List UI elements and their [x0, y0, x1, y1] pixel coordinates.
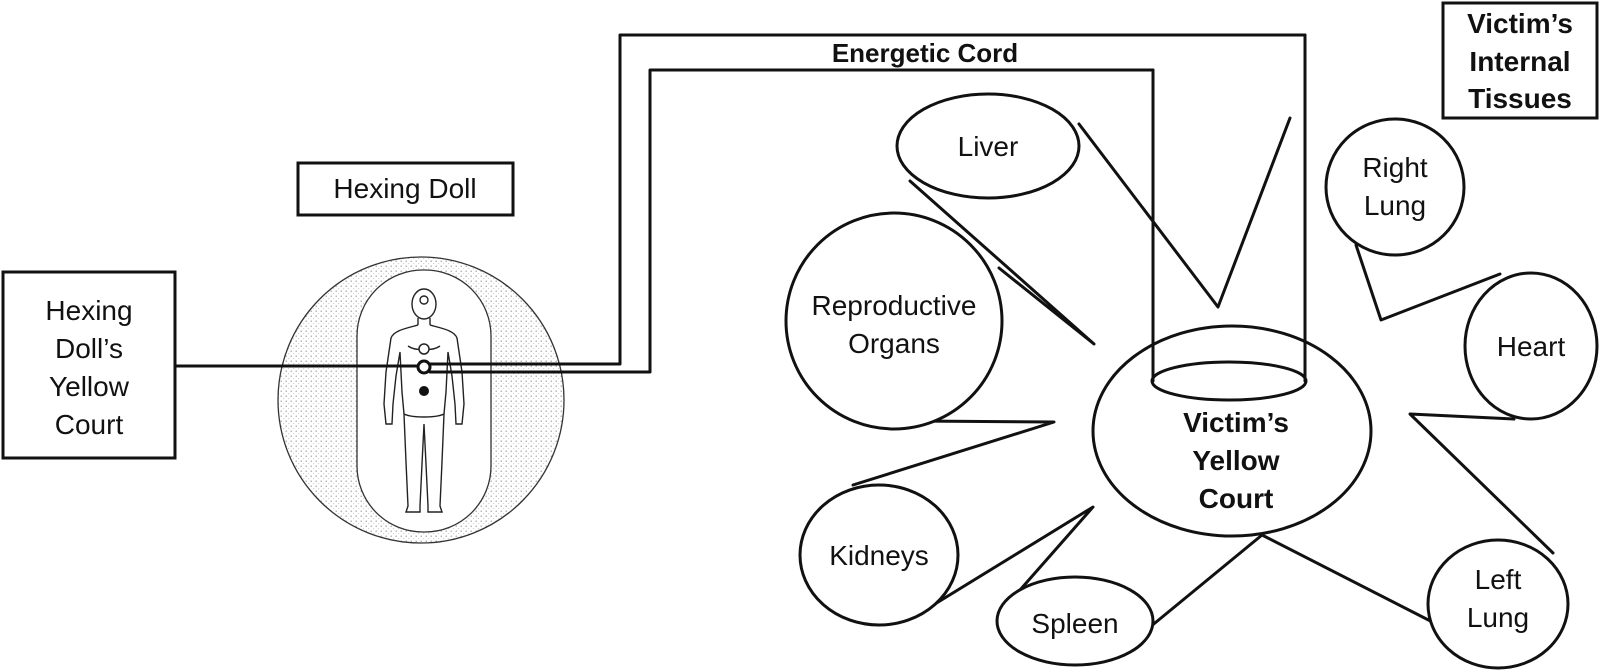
victims-yellow-court-label-line-1: Victim’s: [1183, 407, 1289, 438]
doll-lower-point: [419, 386, 429, 396]
doll-yellow-court-point: [416, 359, 432, 375]
organ-left-lung: Left Lung: [1426, 538, 1570, 670]
liver-connector: [1077, 116, 1292, 309]
organ-spleen-label: Spleen: [1031, 608, 1118, 639]
dolls-yellow-court-label-line-4: Court: [55, 409, 124, 440]
organ-reproductive-label-line-1: Reproductive: [812, 290, 977, 321]
kidneys-connector: [851, 419, 1056, 487]
dolls-yellow-court-box: Hexing Doll’s Yellow Court: [1, 270, 177, 460]
doll-heart-point: [418, 343, 430, 355]
doll-aura-inner: [356, 269, 492, 533]
internal-tissues-label-line-3: Tissues: [1468, 83, 1572, 114]
hexing-doll-box: Hexing Doll: [296, 161, 515, 217]
hexing-doll-label: Hexing Doll: [333, 173, 476, 204]
organ-liver: Liver: [895, 92, 1081, 200]
organ-reproductive-label-line-2: Organs: [848, 328, 940, 359]
dolls-yellow-court-label-line-1: Hexing: [45, 295, 132, 326]
organ-liver-label: Liver: [958, 131, 1019, 162]
hexing-doll-figure: [277, 256, 565, 544]
organ-kidneys-label: Kidneys: [829, 540, 929, 571]
dolls-yellow-court-label-line-2: Doll’s: [55, 333, 123, 364]
internal-tissues-label-line-2: Internal: [1469, 46, 1570, 77]
organ-heart: Heart: [1463, 271, 1599, 421]
victims-yellow-court-label-line-3: Court: [1199, 483, 1274, 514]
right-lung-connector: [1354, 243, 1502, 322]
human-silhouette-icon: [383, 288, 465, 513]
organ-right-lung-label-line-1: Right: [1362, 152, 1428, 183]
organ-left-lung-label-line-2: Lung: [1467, 602, 1529, 633]
victims-yellow-court: Victim’s Yellow Court: [1091, 33, 1373, 538]
dolls-yellow-court-label-line-3: Yellow: [49, 371, 130, 402]
reproductive-connector: [908, 179, 1096, 346]
energetic-cord-label: Energetic Cord: [832, 38, 1018, 68]
organ-right-lung: Right Lung: [1324, 117, 1466, 257]
left-lung-connector: [1142, 533, 1452, 634]
heart-connector: [1408, 412, 1555, 555]
spleen-connector: [915, 505, 1095, 617]
organ-left-lung-label-line-1: Left: [1475, 564, 1522, 595]
organ-reproductive: Reproductive Organs: [784, 211, 1004, 431]
organ-heart-label: Heart: [1497, 331, 1566, 362]
organ-kidneys: Kidneys: [798, 483, 960, 627]
internal-tissues-label-line-1: Victim’s: [1467, 8, 1573, 39]
organ-right-lung-label-line-2: Lung: [1364, 190, 1426, 221]
victims-yellow-court-label-line-2: Yellow: [1192, 445, 1279, 476]
organ-spleen: Spleen: [995, 575, 1155, 667]
internal-tissues-box: Victim’s Internal Tissues: [1441, 1, 1599, 120]
